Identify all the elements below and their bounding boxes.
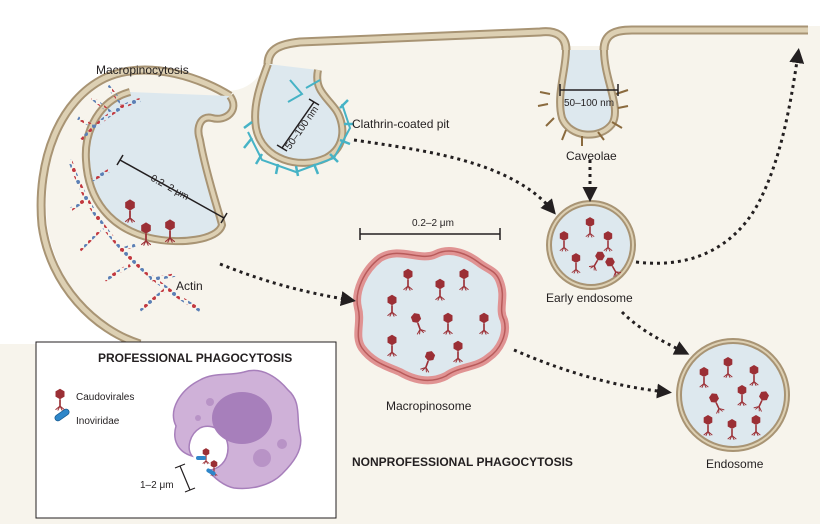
legend-inoviridae: Inoviridae: [54, 408, 120, 427]
label-caveolae: Caveolae: [566, 149, 617, 163]
professional-phagocytosis-inset: PROFESSIONAL PHAGOCYTOSIS Caudovirales I…: [35, 341, 337, 519]
label-early-endosome: Early endosome: [546, 291, 633, 305]
arrow-recycling-to-membrane: [635, 48, 805, 265]
phagocyte-size-label: 1–2 μm: [140, 480, 174, 491]
label-macropinosome: Macropinosome: [386, 399, 472, 413]
label-actin: Actin: [176, 279, 203, 293]
legend-caudovirales: Caudovirales: [54, 387, 134, 412]
label-clathrin-coated-pit: Clathrin-coated pit: [352, 117, 450, 131]
inoviridae-icon: [54, 408, 70, 422]
label-macropinocytosis: Macropinocytosis: [96, 63, 189, 77]
caveolae-size-label: 50–100 nm: [564, 98, 614, 109]
label-nonprofessional-phagocytosis: NONPROFESSIONAL PHAGOCYTOSIS: [352, 455, 573, 469]
trafficking-arrows: [219, 48, 805, 399]
arrow-early-to-endosome: [620, 310, 690, 355]
arrow-clathrin-to-early-endosome: [353, 138, 556, 215]
macropinosome: [353, 247, 509, 385]
arrow-actin-to-macropinosome: [219, 262, 356, 306]
macropinosome-scale-bar: 0.2–2 μm: [359, 218, 501, 240]
label-endosome: Endosome: [706, 457, 764, 471]
phagocyte: [172, 369, 302, 490]
legend-label-caudovirales: Caudovirales: [76, 392, 134, 403]
inset-title: PROFESSIONAL PHAGOCYTOSIS: [98, 351, 292, 365]
phagocyte-scale-bar: 1–2 μm: [140, 463, 196, 493]
endosome: [676, 338, 790, 452]
macropinocytic-cup: [81, 88, 238, 246]
caveolae-scale-bar: 50–100 nm: [559, 84, 619, 109]
clathrin-coated-pit: [243, 62, 354, 177]
actin-filaments: [68, 84, 201, 312]
early-endosome: [546, 200, 636, 290]
legend-label-inoviridae: Inoviridae: [76, 416, 120, 427]
macropinosome-size-label: 0.2–2 μm: [412, 218, 454, 229]
